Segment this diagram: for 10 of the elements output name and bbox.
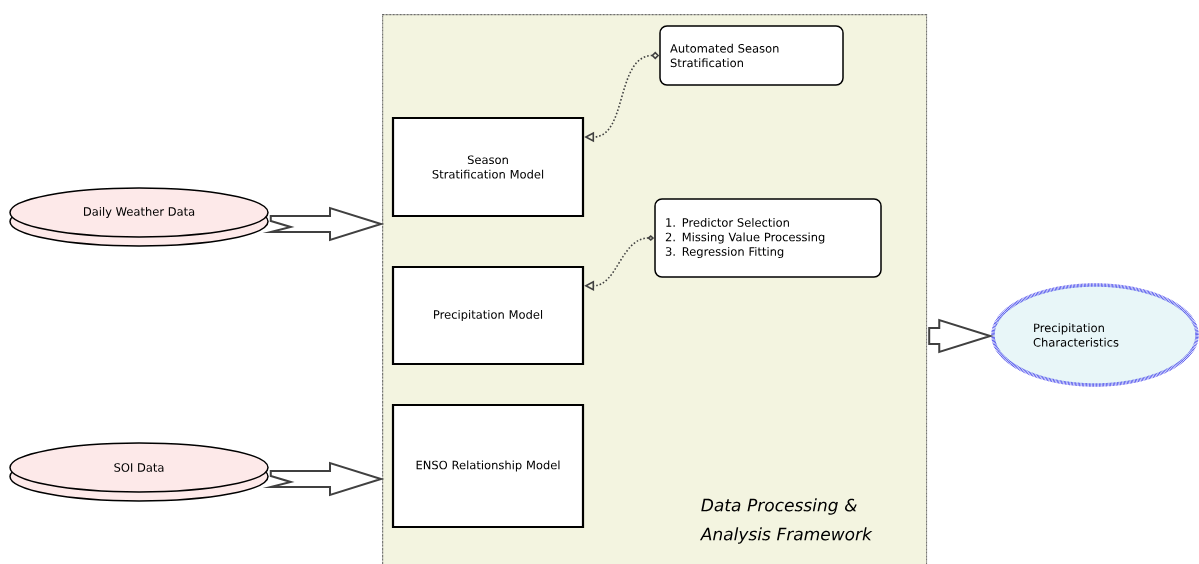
data-disk: Daily Weather Data: [9, 187, 269, 247]
block-arrow: [262, 206, 385, 242]
note-box: 1. Predictor Selection 2. Missing Value Processing 3. Regression Fitting: [654, 198, 882, 278]
data-disk: SOI Data: [9, 442, 269, 502]
model-box: Season Stratification Model: [391, 116, 585, 218]
model-box: Precipitation Model: [391, 265, 585, 366]
model-box: ENSO Relationship Model: [391, 403, 585, 529]
block-arrow: [262, 461, 385, 497]
note-box: Automated Season Stratification: [659, 25, 844, 86]
block-arrow: [928, 318, 994, 354]
